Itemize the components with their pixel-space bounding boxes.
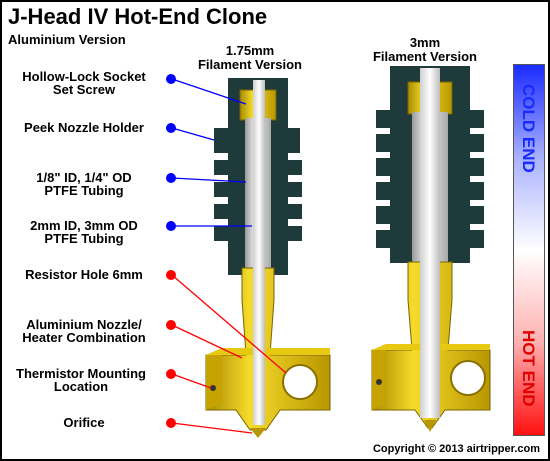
- filament-bore-left: [253, 80, 265, 425]
- label-peek-holder: Peek Nozzle Holder: [8, 121, 160, 134]
- right-hotend: [371, 66, 491, 432]
- cold-end-label: COLD END: [519, 84, 538, 173]
- label-text: Resistor Hole 6mm: [25, 267, 143, 282]
- hot-end-label: HOT END: [519, 330, 538, 407]
- label-text: 2mm ID, 3mm OD: [30, 218, 138, 233]
- callout-dot: [166, 320, 176, 330]
- label-resistor-hole: Resistor Hole 6mm: [8, 268, 160, 281]
- leader-nozzle: [171, 324, 243, 359]
- label-text: Location: [53, 379, 109, 394]
- temperature-gradient-bar: [513, 64, 545, 436]
- leader-orifice: [171, 422, 253, 434]
- left-hotend: [205, 78, 331, 438]
- heater-block-side: [372, 344, 386, 410]
- label-orifice: Orifice: [8, 416, 160, 429]
- callout-dot: [166, 173, 176, 183]
- leader-set-screw: [171, 78, 247, 105]
- callout-dot: [166, 74, 176, 84]
- left-view-header: 1.75mm Filament Version: [190, 44, 310, 72]
- orifice-tip-left: [250, 428, 266, 438]
- label-text: Orifice: [63, 415, 105, 430]
- label-thermistor: Thermistor Mounting Location: [2, 367, 160, 393]
- page-title: J-Head IV Hot-End Clone: [8, 4, 268, 29]
- label-text: Aluminium Nozzle/: [26, 317, 142, 332]
- callout-dot: [166, 270, 176, 280]
- label-text: PTFE Tubing: [44, 183, 124, 198]
- heater-block-side: [206, 348, 222, 410]
- callout-lines: [166, 74, 287, 434]
- orifice-tip-right: [424, 420, 436, 432]
- resistor-hole-left: [282, 364, 318, 400]
- left-header-line-2: Filament Version: [197, 57, 303, 72]
- label-ptfe-2mm: 2mm ID, 3mm OD PTFE Tubing: [8, 219, 160, 245]
- left-header-line-1: 1.75mm: [225, 43, 275, 58]
- label-text: Thermistor Mounting: [16, 366, 146, 381]
- thermistor-hole-left: [210, 385, 216, 391]
- leader-resistor: [171, 274, 287, 374]
- leader-ptfe-1-8: [171, 177, 247, 183]
- right-header-line-1: 3mm: [409, 35, 441, 50]
- callout-dot: [166, 123, 176, 133]
- callout-dot: [166, 418, 176, 428]
- label-ptfe-1-8: 1/8" ID, 1/4" OD PTFE Tubing: [8, 171, 160, 197]
- thermistor-hole-right: [376, 379, 382, 385]
- label-text: PTFE Tubing: [44, 231, 124, 246]
- callout-dot: [166, 369, 176, 379]
- label-set-screw: Hollow-Lock Socket Set Screw: [8, 70, 160, 96]
- page-subtitle: Aluminium Version: [8, 32, 126, 47]
- label-nozzle-heater: Aluminium Nozzle/ Heater Combination: [8, 318, 160, 344]
- resistor-hole-right: [450, 360, 486, 396]
- label-text: Hollow-Lock Socket: [22, 69, 146, 84]
- callout-dot: [166, 221, 176, 231]
- leader-thermistor: [171, 373, 212, 389]
- right-header-line-2: Filament Version: [372, 49, 478, 64]
- label-text: Heater Combination: [22, 330, 146, 345]
- filament-bore-right: [420, 68, 440, 418]
- right-view-header: 3mm Filament Version: [365, 36, 485, 64]
- label-text: Peek Nozzle Holder: [24, 120, 144, 135]
- heater-block-top: [206, 348, 330, 355]
- label-text: Set Screw: [52, 82, 116, 97]
- label-text: 1/8" ID, 1/4" OD: [36, 170, 132, 185]
- copyright-notice: Copyright © 2013 airtripper.com: [372, 443, 540, 455]
- leader-peek: [171, 127, 215, 141]
